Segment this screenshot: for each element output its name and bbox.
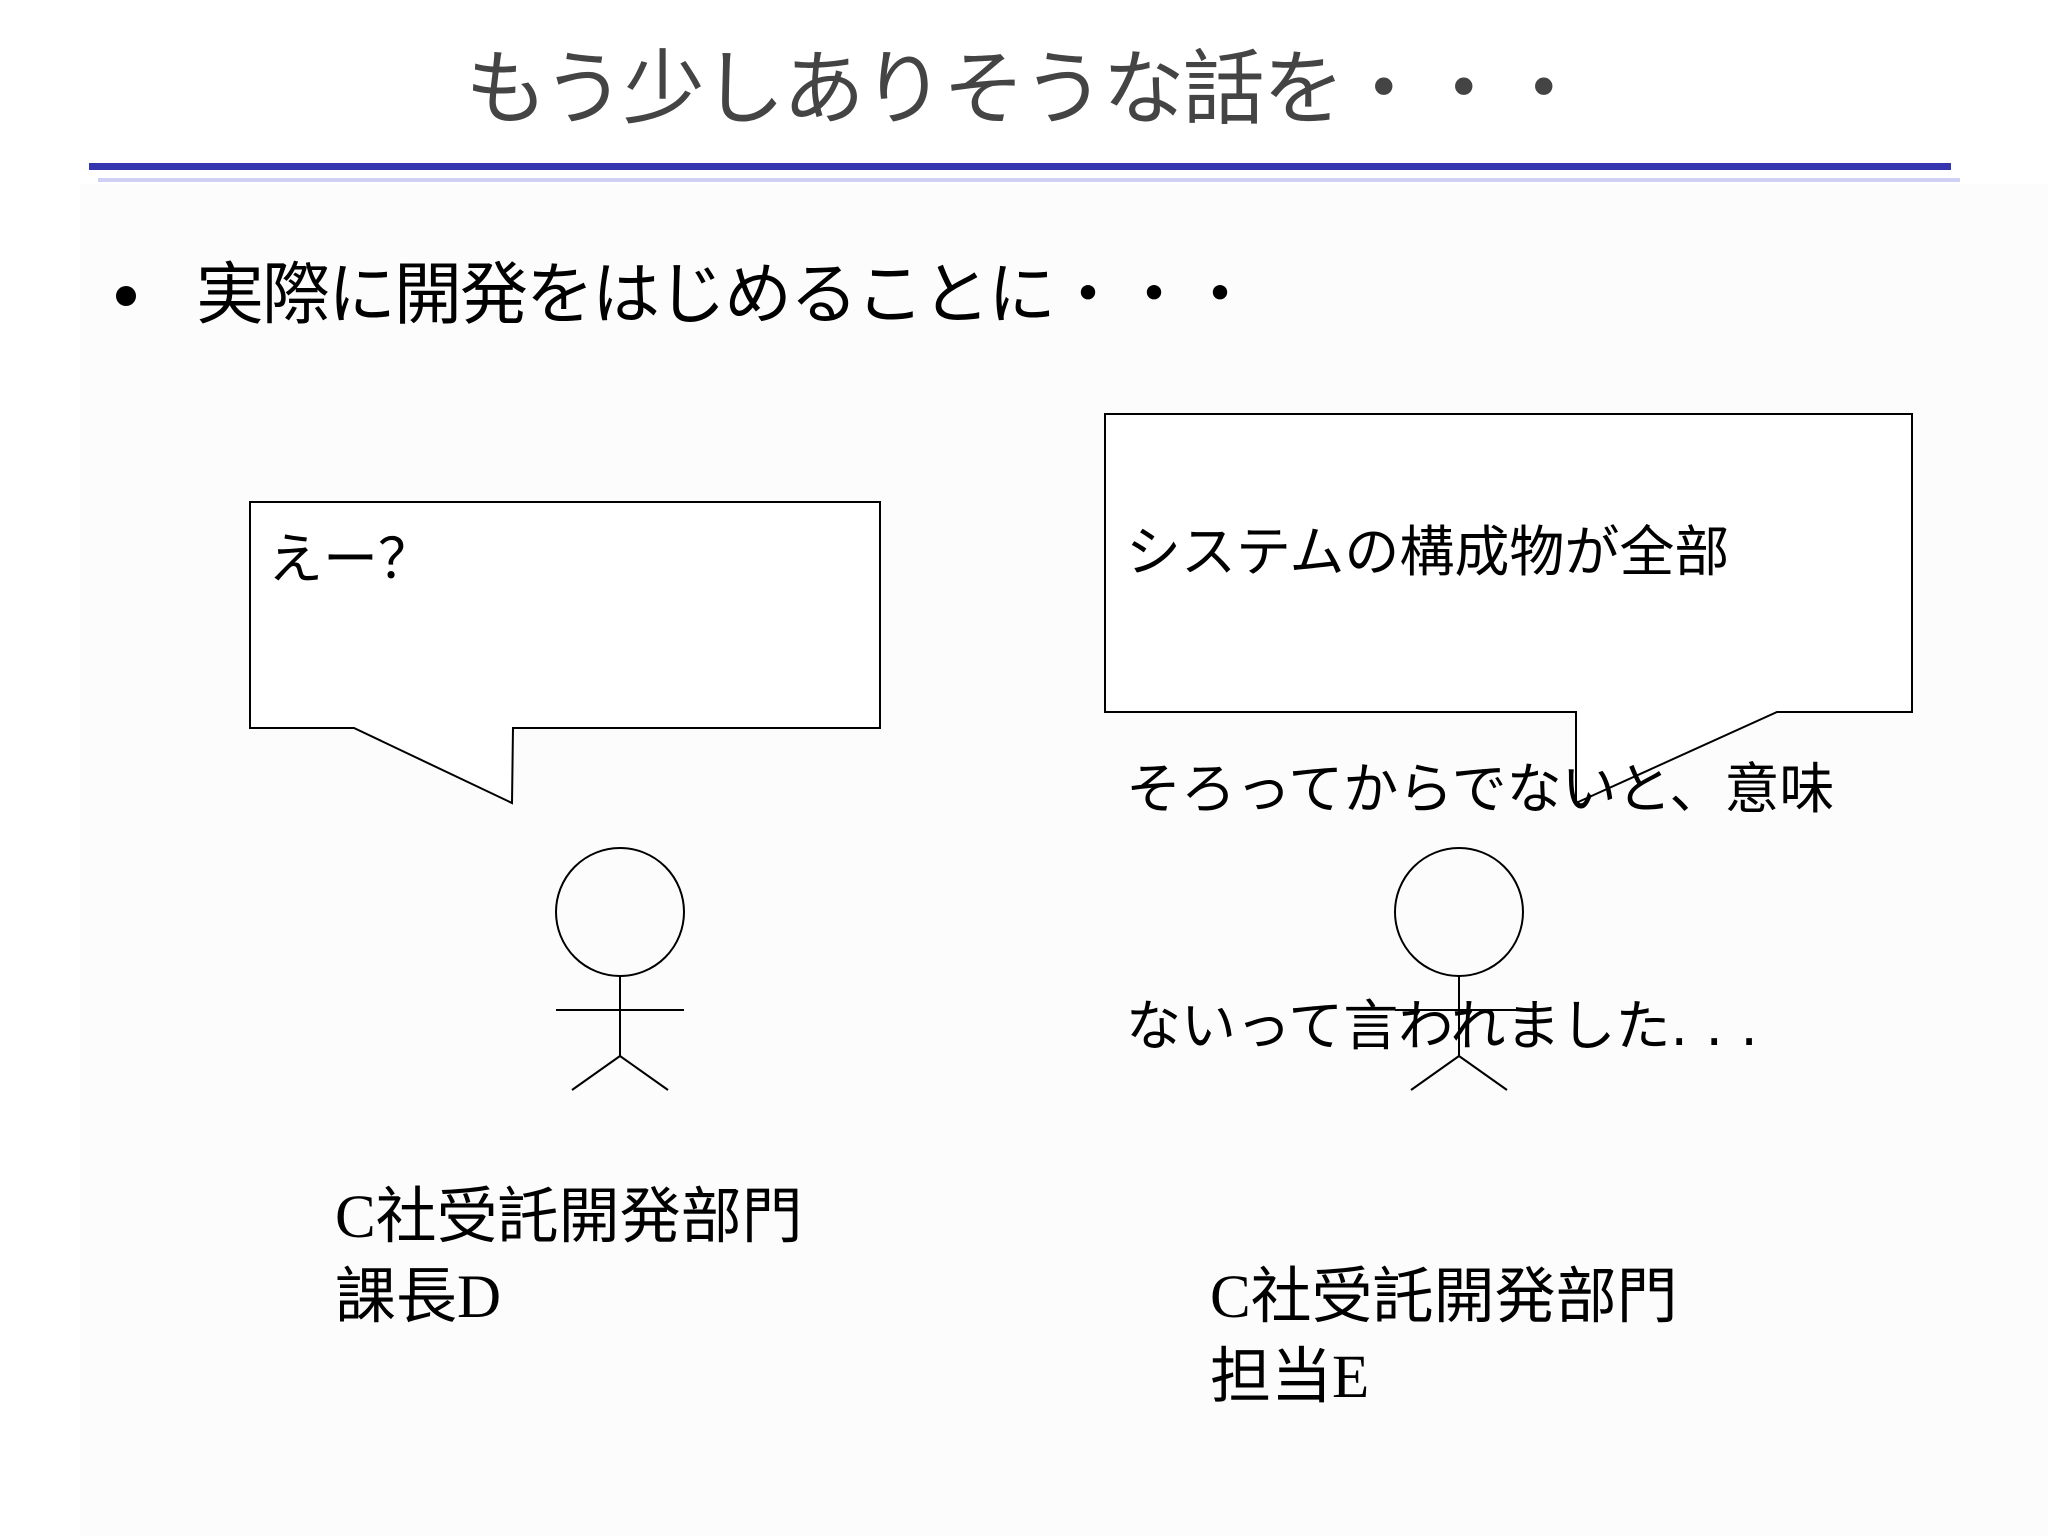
- bullet-item: 実際に開発をはじめることに・・・: [108, 252, 1254, 340]
- actor-head: [555, 847, 685, 977]
- actor-figure-staff: [1394, 847, 1524, 1091]
- actor-right-leg: [619, 1055, 669, 1091]
- actor-role: 課長D: [335, 1264, 502, 1331]
- speech-bubble-staff: [1104, 413, 1913, 805]
- title-underline: [89, 163, 1951, 170]
- bullet-text: 実際に開発をはじめることに・・・: [196, 256, 1254, 335]
- actor-role: 担当E: [1210, 1344, 1370, 1411]
- actor-label-staff: C社受託開発部門 担当E: [1210, 1258, 1678, 1418]
- actor-org: C社受託開発部門: [335, 1184, 803, 1251]
- speech-text-manager: えー？: [268, 527, 434, 591]
- actor-figure-manager: [555, 847, 685, 1091]
- speech-line: ないって言われました. . .: [1126, 994, 1758, 1058]
- speech-line: そろってからでないと、意味: [1126, 757, 1835, 821]
- speech-text-staff: システムの構成物が全部 そろってからでないと、意味 ないって言われました. . …: [1126, 434, 1886, 1066]
- content-panel: [80, 184, 2048, 1536]
- actor-left-leg: [571, 1055, 621, 1091]
- speech-bubble-manager: [249, 501, 881, 805]
- title-underline-shadow: [98, 178, 1960, 182]
- bullet-dot-icon: [116, 286, 136, 306]
- actor-right-leg: [1458, 1055, 1508, 1091]
- actor-org: C社受託開発部門: [1210, 1264, 1678, 1331]
- speech-line: システムの構成物が全部: [1126, 520, 1730, 584]
- actor-left-leg: [1410, 1055, 1460, 1091]
- actor-label-manager: C社受託開発部門 課長D: [335, 1178, 803, 1338]
- slide-title: もう少しありそうな話を・・・: [465, 42, 1585, 137]
